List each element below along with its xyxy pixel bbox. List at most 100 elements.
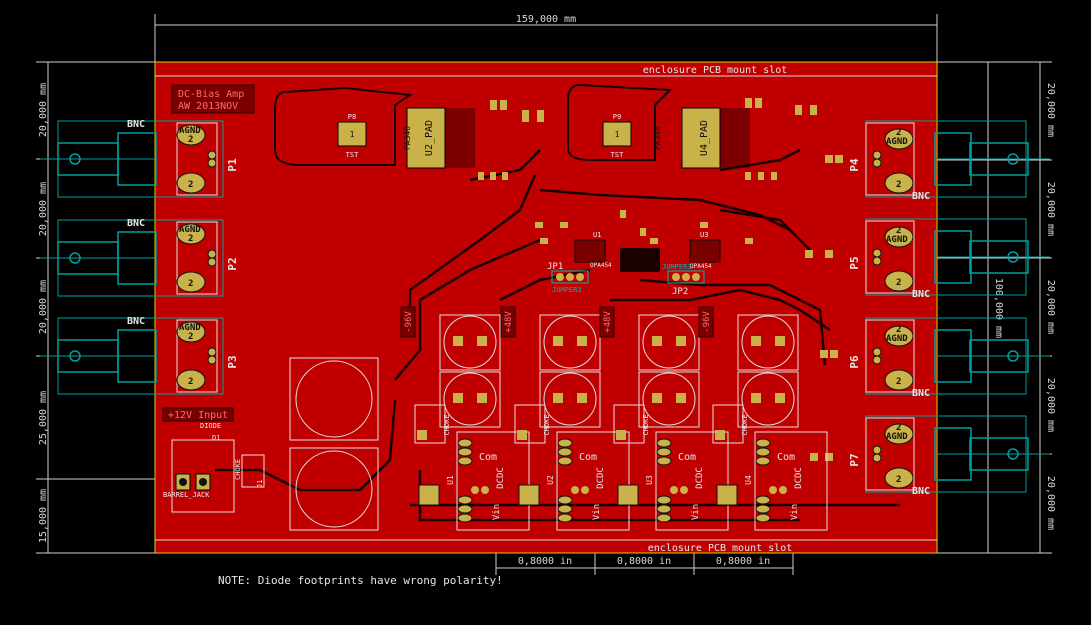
amp-u2[interactable]: U2_PAD PA340 1 P8 TST bbox=[337, 107, 475, 169]
rail-label: +48V bbox=[603, 311, 613, 333]
board-note: NOTE: Diode footprints have wrong polari… bbox=[218, 574, 503, 587]
svg-text:2: 2 bbox=[188, 377, 193, 387]
svg-text:2: 2 bbox=[896, 226, 901, 236]
svg-text:CHOKE: CHOKE bbox=[543, 414, 551, 435]
dim-pitch-2: 0,8000 in bbox=[617, 556, 671, 567]
vin-label: Vin bbox=[790, 504, 800, 520]
bnc-label: BNC bbox=[912, 191, 930, 202]
svg-text:2: 2 bbox=[896, 475, 901, 485]
svg-text:JUMPER3: JUMPER3 bbox=[662, 263, 692, 271]
title-block bbox=[171, 84, 255, 114]
opamp-u1[interactable]: U1 OPA454 bbox=[574, 231, 612, 269]
connector-ref: P2 bbox=[226, 257, 239, 270]
dim-left-4: 25,000 mm bbox=[38, 391, 49, 445]
svg-text:CHOKE: CHOKE bbox=[642, 414, 650, 435]
svg-text:U2: U2 bbox=[546, 475, 555, 485]
svg-text:U4: U4 bbox=[744, 475, 753, 485]
pad-label: AGND bbox=[179, 225, 201, 235]
svg-text:D1: D1 bbox=[212, 434, 220, 442]
dim-left-1: 20,000 mm bbox=[38, 83, 49, 137]
bulk-capacitors bbox=[289, 357, 379, 531]
title-line2: AW 2013NOV bbox=[178, 101, 238, 112]
rail-label: +48V bbox=[504, 311, 514, 333]
svg-text:P9: P9 bbox=[613, 113, 621, 121]
svg-text:2: 2 bbox=[896, 180, 901, 190]
pad-label: AGND bbox=[886, 432, 908, 442]
power-input[interactable]: +12V Input DIODE D1 BARREL_JACK CHOKE J1 bbox=[162, 407, 265, 513]
svg-text:TST: TST bbox=[611, 151, 624, 159]
dim-width-label: 159,000 mm bbox=[516, 14, 576, 25]
bnc-label: BNC bbox=[912, 388, 930, 399]
svg-text:JUMPER3: JUMPER3 bbox=[552, 286, 582, 294]
svg-text:2: 2 bbox=[188, 332, 193, 342]
svg-text:J1: J1 bbox=[256, 480, 264, 488]
svg-text:2: 2 bbox=[188, 279, 193, 289]
dim-right-4: 20,000 mm bbox=[1045, 378, 1056, 432]
svg-text:U3: U3 bbox=[645, 475, 654, 485]
amp-areas bbox=[274, 83, 673, 166]
connector-ref: P1 bbox=[226, 158, 239, 172]
svg-text:JP2: JP2 bbox=[672, 287, 688, 297]
opamp-u3[interactable]: U3 OPA454 bbox=[689, 231, 721, 270]
pad-label: AGND bbox=[179, 323, 201, 333]
dcdc-label: DCDC bbox=[496, 467, 506, 489]
svg-text:OPA454: OPA454 bbox=[590, 262, 612, 269]
svg-text:P8: P8 bbox=[348, 113, 356, 121]
supply-modules: -96VCHOKEComVinDCDCU1+48VCHOKEComVinDCDC… bbox=[400, 306, 828, 531]
com-label: Com bbox=[479, 452, 497, 463]
dim-pitch-3: 0,8000 in bbox=[716, 556, 770, 567]
bnc-label: BNC bbox=[127, 218, 145, 229]
bnc-label: BNC bbox=[127, 119, 145, 130]
svg-text:PA340: PA340 bbox=[403, 126, 412, 150]
amp-u4[interactable]: U4_PAD PA340 1 P9 TST bbox=[602, 107, 750, 169]
right-connector-group: BNC2AGND2P4BNC2AGND2P5BNC2AGND2P6BNC2AGN… bbox=[848, 120, 1050, 497]
dim-left-2: 20,000 mm bbox=[38, 182, 49, 236]
vin-label: Vin bbox=[691, 504, 701, 520]
vin-label: Vin bbox=[492, 504, 502, 520]
slot-label-top: enclosure PCB mount slot bbox=[643, 65, 788, 76]
jumper-jp1[interactable]: JP1 JUMPER3 bbox=[547, 262, 589, 294]
power-label: +12V Input bbox=[168, 410, 228, 421]
com-label: Com bbox=[777, 452, 795, 463]
center-ic[interactable] bbox=[620, 248, 660, 272]
slot-label-bottom: enclosure PCB mount slot bbox=[648, 543, 793, 554]
svg-text:DIODE: DIODE bbox=[200, 422, 221, 430]
dim-height-label: 100,000 mm bbox=[993, 278, 1004, 338]
dim-right-3: 20,000 mm bbox=[1045, 280, 1056, 334]
connector-ref: P3 bbox=[226, 355, 239, 368]
dim-left-3: 20,000 mm bbox=[38, 280, 49, 334]
board-outline[interactable] bbox=[154, 61, 938, 554]
dim-right-1: 20,000 mm bbox=[1045, 83, 1056, 137]
svg-text:2: 2 bbox=[188, 234, 193, 244]
bnc-label: BNC bbox=[912, 289, 930, 300]
svg-text:2: 2 bbox=[896, 325, 901, 335]
svg-text:U3: U3 bbox=[700, 231, 708, 239]
pad-label: AGND bbox=[886, 235, 908, 245]
jumper-jp2[interactable]: JP2 JUMPER3 bbox=[662, 263, 705, 297]
smd-components bbox=[478, 98, 843, 461]
dcdc-label: DCDC bbox=[794, 467, 804, 489]
title-line1: DC-Bias Amp bbox=[178, 89, 244, 100]
com-label: Com bbox=[678, 452, 696, 463]
svg-text:BARREL_JACK: BARREL_JACK bbox=[163, 491, 210, 499]
svg-text:U1: U1 bbox=[593, 231, 601, 239]
bnc-label: BNC bbox=[127, 316, 145, 327]
vin-label: Vin bbox=[592, 504, 602, 520]
pad-label: AGND bbox=[179, 126, 201, 136]
svg-text:U1: U1 bbox=[446, 475, 455, 485]
svg-text:1: 1 bbox=[350, 130, 355, 139]
